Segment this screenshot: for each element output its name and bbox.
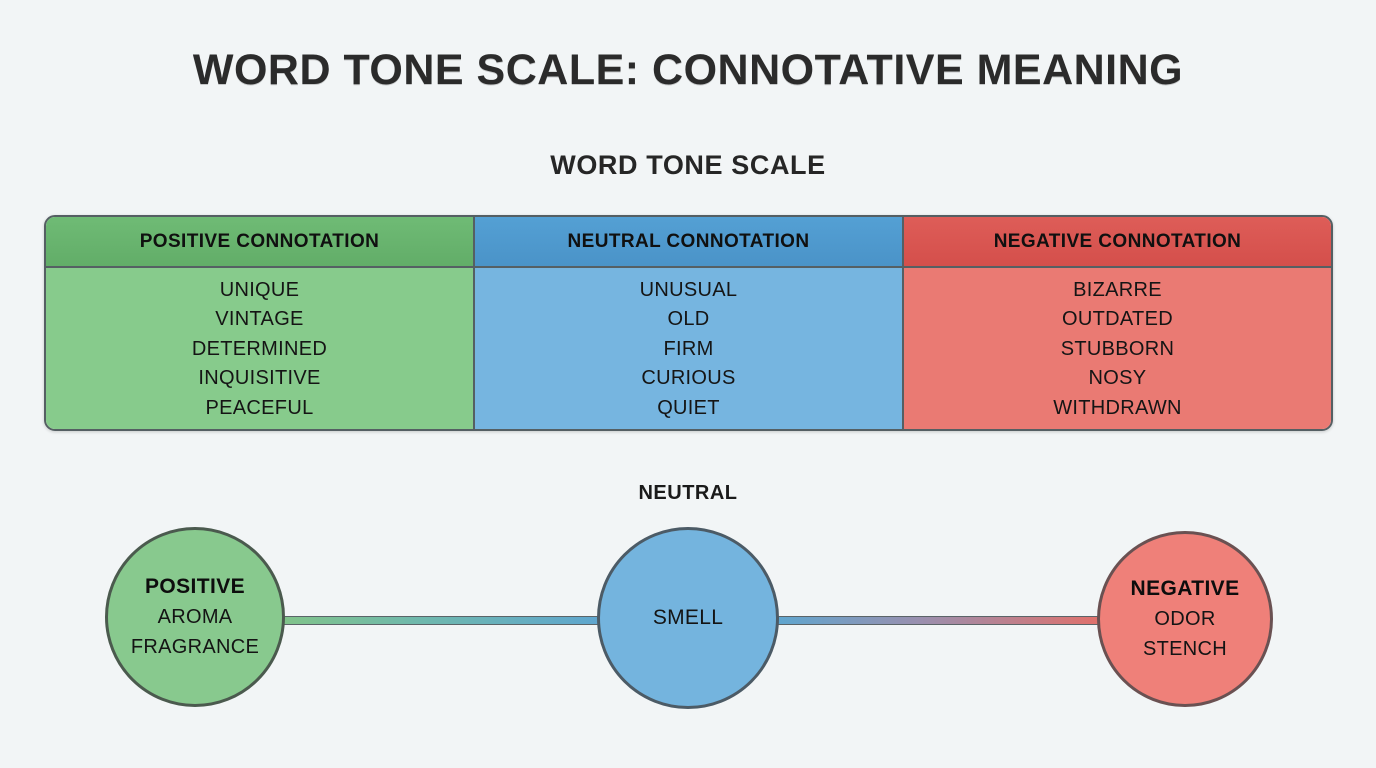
word-item: CURIOUS	[641, 367, 736, 390]
word-item: BIZARRE	[1073, 278, 1162, 301]
word-item: OUTDATED	[1062, 308, 1173, 331]
node-word: STENCH	[1142, 638, 1228, 660]
spectrum-node-negative: NEGATIVE ODOR STENCH	[1097, 531, 1273, 707]
word-item: VINTAGE	[215, 308, 304, 331]
word-item: FIRM	[663, 337, 714, 360]
spectrum-node-positive: POSITIVE AROMA FRAGRANCE	[105, 527, 285, 707]
node-word: ODOR	[1154, 608, 1216, 630]
spectrum-node-neutral: SMELL	[597, 527, 779, 709]
word-item: DETERMINED	[191, 337, 328, 360]
word-item: NOSY	[1088, 367, 1147, 390]
table-header-row: POSITIVE CONNOTATION NEUTRAL CONNOTATION…	[46, 217, 1331, 268]
word-item: QUIET	[657, 396, 720, 419]
word-item: STUBBORN	[1060, 337, 1175, 360]
connector-positive-to-neutral	[275, 616, 600, 625]
table-body-row: UNIQUE VINTAGE DETERMINED INQUISITIVE PE…	[46, 268, 1331, 429]
word-item: UNUSUAL	[639, 278, 738, 301]
word-item: OLD	[667, 308, 710, 331]
table-header-positive: POSITIVE CONNOTATION	[46, 217, 475, 268]
table-header-negative: NEGATIVE CONNOTATION	[904, 217, 1331, 268]
word-item: PEACEFUL	[205, 396, 314, 419]
node-title: NEGATIVE	[1130, 577, 1240, 600]
neutral-node-label: NEUTRAL	[638, 482, 738, 504]
node-word: SMELL	[652, 606, 724, 629]
node-word: FRAGRANCE	[130, 636, 260, 658]
table-column-neutral: UNUSUAL OLD FIRM CURIOUS QUIET	[475, 268, 904, 429]
section-title: WORD TONE SCALE	[550, 150, 826, 180]
word-item: UNIQUE	[219, 278, 300, 301]
connector-neutral-to-negative	[776, 616, 1098, 625]
word-tone-table: POSITIVE CONNOTATION NEUTRAL CONNOTATION…	[44, 215, 1333, 431]
node-word: AROMA	[157, 606, 233, 628]
table-column-positive: UNIQUE VINTAGE DETERMINED INQUISITIVE PE…	[46, 268, 475, 429]
page-title: WORD TONE SCALE: CONNOTATIVE MEANING	[192, 46, 1184, 94]
table-column-negative: BIZARRE OUTDATED STUBBORN NOSY WITHDRAWN	[904, 268, 1331, 429]
table-header-neutral: NEUTRAL CONNOTATION	[475, 217, 904, 268]
word-item: WITHDRAWN	[1053, 396, 1182, 419]
word-item: INQUISITIVE	[198, 367, 321, 390]
node-title: POSITIVE	[144, 575, 246, 598]
